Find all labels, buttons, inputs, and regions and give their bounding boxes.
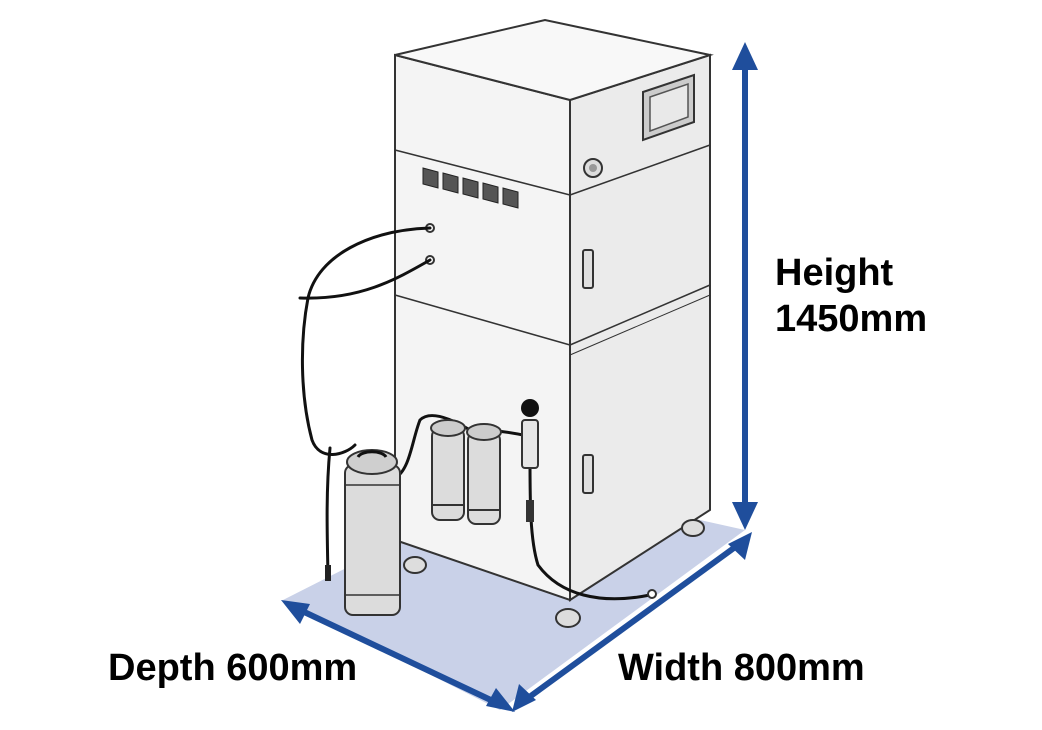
vent-grille-icon: [422, 167, 519, 209]
door-handle-lower-icon: [582, 454, 594, 494]
filter-canister-icon: [430, 419, 502, 525]
height-label-value: 1450mm: [775, 298, 928, 340]
pressure-gauge-icon: [521, 399, 539, 522]
front-seam-upper: [394, 149, 571, 196]
depth-dimension-label: Depth 600mm: [108, 647, 358, 689]
door-handle-upper-icon: [582, 249, 594, 289]
cabinet-right-face: [569, 53, 711, 602]
front-seam-middle: [394, 294, 571, 346]
side-seam-upper: [569, 144, 711, 196]
indicator-knob-icon: [583, 158, 603, 178]
hose-tip-icon: [325, 565, 331, 581]
dimension-arrow-icon: [281, 42, 758, 712]
height-label-title: Height: [775, 252, 894, 294]
side-seam-middle: [569, 284, 711, 346]
touch-screen-icon: [642, 73, 695, 142]
cabinet-top-face: [394, 18, 714, 102]
caster-wheel-icon: [403, 519, 705, 628]
gas-cylinder-icon: [344, 449, 401, 616]
hose-icon: [298, 226, 652, 601]
height-dimension-label: Height 1450mm: [775, 250, 927, 342]
side-seam-lower: [569, 294, 711, 356]
hose-end-fitting-icon: [647, 589, 657, 599]
width-dimension-label: Width 800mm: [618, 647, 865, 689]
